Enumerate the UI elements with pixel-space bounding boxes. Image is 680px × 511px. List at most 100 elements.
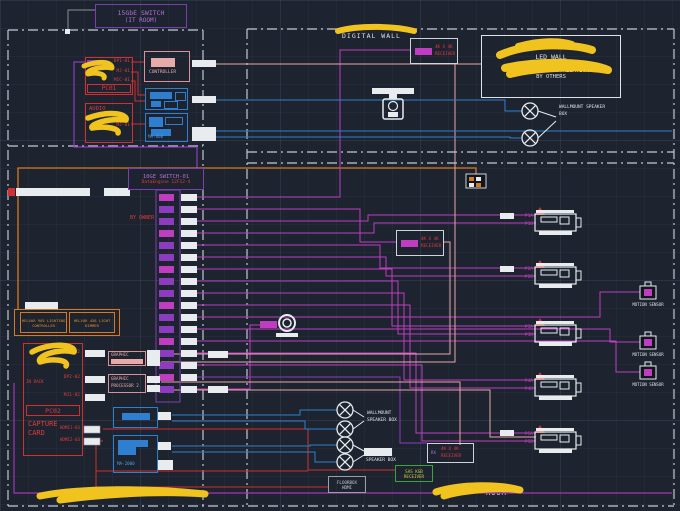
floorbox-box[interactable]: FLOORBOX HDMI <box>328 476 366 493</box>
pc01-port-mj: MJ-01 <box>116 69 130 74</box>
switch-port[interactable] <box>159 194 174 201</box>
port-label: P3B <box>525 332 533 338</box>
rx-box-top[interactable]: 4K X 4K RECEIVER <box>410 38 458 64</box>
speaker-top-label2: BOX <box>559 112 568 117</box>
net-wire <box>197 291 640 318</box>
gp1-port-block <box>147 350 160 366</box>
switch-port[interactable] <box>159 374 174 381</box>
leader-line <box>352 409 365 463</box>
lighting-group-box[interactable] <box>14 309 120 336</box>
switch-port[interactable] <box>159 338 174 345</box>
panel-detail <box>151 129 171 136</box>
device-base <box>539 231 572 235</box>
green-rx-line2: RECEIVER <box>403 473 425 479</box>
controller-box[interactable]: CONTROLLER <box>144 51 190 82</box>
rx-box-bottom[interactable]: RX 4K X 4K RECEIVER <box>427 443 474 463</box>
switch-port[interactable] <box>159 290 174 297</box>
switch-port[interactable] <box>159 350 174 357</box>
sensors[interactable]: MOTION SENSOR MOTION SENSOR MOTION SENSO… <box>632 281 664 387</box>
graphic-processor-2-box[interactable]: GRAPHIC PROCESSOR 2 <box>108 374 146 393</box>
patch-label <box>104 188 130 196</box>
port-label: P5B <box>525 439 533 445</box>
switcher-model: MA-600 <box>148 134 164 140</box>
switch-port[interactable] <box>159 230 174 237</box>
amplifier-box[interactable]: MA-2000 <box>113 435 158 473</box>
speakers-bottom[interactable] <box>336 401 365 471</box>
video-wire <box>161 63 456 363</box>
ceiling-projector-icon[interactable] <box>372 88 414 120</box>
switch-port[interactable] <box>159 362 174 369</box>
net-switch-box[interactable]: 10GE SWITCH-01 DataEngine 12F12-4 <box>128 168 204 190</box>
speaker-top-label1: WALLMOUNT SPEAKER <box>559 105 606 110</box>
audio-port: MJ-01 <box>116 123 130 128</box>
projector-device-icon[interactable]: P1A P1B <box>525 207 582 235</box>
device-lens <box>559 327 570 336</box>
switch-port[interactable] <box>159 326 174 333</box>
dsp-port <box>158 412 171 420</box>
sensor-icon[interactable]: MOTION SENSOR <box>632 331 664 357</box>
led-wall-box[interactable]: LED WALL 4430MMx2430MM RELOCATE & INSTAL… <box>481 35 621 98</box>
speaker-b1-label2: SPEAKER BOX <box>367 418 397 423</box>
panel-detail <box>118 440 136 455</box>
switch-port[interactable] <box>159 278 174 285</box>
device-base <box>539 284 572 288</box>
audio-box[interactable]: AUDIO MJ-01 <box>85 103 133 143</box>
pc01-box[interactable]: DP1-01 MJ-01 MIC-01 PC01 <box>85 57 133 95</box>
switch-port[interactable] <box>159 266 174 273</box>
sensor-icon[interactable]: MOTION SENSOR <box>632 281 664 307</box>
patch-label <box>192 127 216 134</box>
display-devices[interactable]: P1A P1B P2A P2B <box>525 207 582 453</box>
dome-camera-icon[interactable] <box>276 314 298 337</box>
patch-label <box>85 394 105 401</box>
switch-port[interactable] <box>159 218 174 225</box>
redaction-bar <box>111 359 143 364</box>
patch-label <box>85 376 105 383</box>
green-receiver-box[interactable]: SAS KGB RECEIVER <box>395 465 433 482</box>
pc02-note: IN RACK <box>26 379 44 384</box>
plate-port <box>476 183 481 187</box>
switch-port[interactable] <box>159 314 174 321</box>
panel-detail <box>149 117 163 127</box>
patch-label <box>85 350 105 357</box>
helvar-controller-box[interactable]: HELVAR 905 LIGHTING CONTROLLER <box>20 312 67 333</box>
switch-chassis[interactable] <box>155 189 181 403</box>
projector-device-icon[interactable]: P5A P5B <box>525 425 582 453</box>
switch-port[interactable] <box>159 302 174 309</box>
device-vent <box>540 216 558 223</box>
video-switcher-box[interactable] <box>145 88 188 110</box>
sensor-label: MOTION SENSOR <box>632 302 664 307</box>
patch-label <box>181 206 197 213</box>
audio-extender-box[interactable]: MA-600 <box>145 113 188 142</box>
lens <box>387 100 399 112</box>
it-switch-box[interactable]: 15GbE SWITCH (IT ROOM) <box>95 4 187 28</box>
speaker-b2-label: SPEAKER BOX <box>366 458 396 463</box>
dsp-box[interactable] <box>113 407 158 428</box>
switch-port[interactable] <box>159 242 174 249</box>
net-wire <box>197 328 640 343</box>
patch-label <box>181 314 197 321</box>
port-label: P2A <box>525 266 533 272</box>
device-top <box>536 428 574 431</box>
helvar-dimmer-box[interactable]: HELVAR 458 LIGHT DIMMER <box>69 312 115 333</box>
network-wires <box>197 49 640 442</box>
projector-device-icon[interactable]: P4A P4B <box>525 372 582 400</box>
switch-port[interactable] <box>159 386 174 393</box>
wall-plate-icon[interactable] <box>465 173 487 189</box>
switch-port[interactable] <box>159 254 174 261</box>
projector-device-icon[interactable]: P3A P3B <box>525 318 582 346</box>
pc02-sub1: CAPTURE <box>28 420 58 428</box>
speakers-top[interactable] <box>521 102 557 147</box>
projector-device-icon[interactable]: P2A P2B <box>525 260 582 288</box>
panel-detail <box>150 92 172 99</box>
graphic-processor-1-box[interactable]: GRAPHIC <box>108 351 146 366</box>
pc02-port-hdmi1: HDMI1-03 <box>59 425 80 430</box>
rx-mid-line1: 4K X 4K <box>421 236 439 241</box>
video-wire <box>161 241 451 355</box>
sensor-icon[interactable]: MOTION SENSOR <box>632 361 664 387</box>
patch-label <box>192 60 216 67</box>
switch-port[interactable] <box>159 206 174 213</box>
pc02-box[interactable]: DP1-02 DP2-02 MJ1-02 IN RACK PC02 CAPTUR… <box>23 343 83 456</box>
room-walls <box>7 28 675 507</box>
rx-box-mid[interactable]: 4K X 4K RECEIVER <box>396 230 444 256</box>
